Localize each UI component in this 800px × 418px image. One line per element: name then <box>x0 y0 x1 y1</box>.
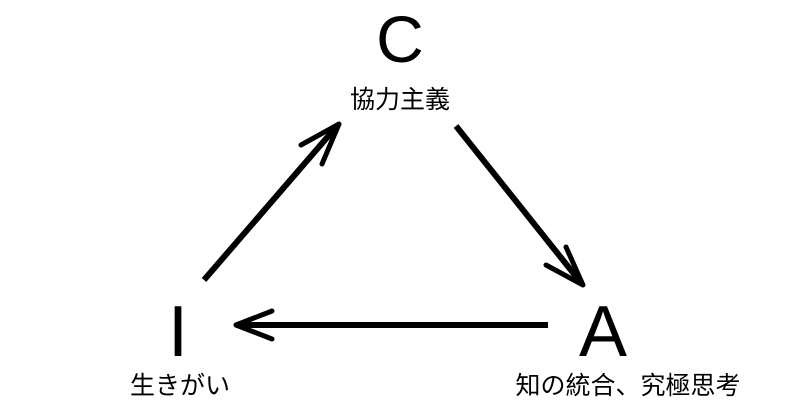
node-i-letter: I <box>168 292 188 372</box>
node-i: I 生きがい <box>130 292 230 400</box>
edge-c-to-a-line <box>453 124 585 286</box>
node-c: C 協力主義 <box>350 2 450 114</box>
node-a-letter: A <box>579 292 627 372</box>
edge-a-to-i <box>233 308 548 342</box>
edge-i-to-c-arrowhead <box>298 121 342 167</box>
edge-i-to-c <box>201 121 342 282</box>
node-i-label: 生きがい <box>130 371 230 400</box>
edge-c-to-a-arrowhead <box>543 244 586 288</box>
node-c-letter: C <box>376 2 424 76</box>
node-a-label: 知の統合、究極思考 <box>515 371 740 400</box>
edge-c-to-a <box>453 124 586 288</box>
node-c-label: 協力主義 <box>350 85 450 114</box>
edge-a-to-i-arrowhead <box>233 308 275 342</box>
edge-i-to-c-line <box>201 124 340 282</box>
node-a: A 知の統合、究極思考 <box>515 292 740 400</box>
